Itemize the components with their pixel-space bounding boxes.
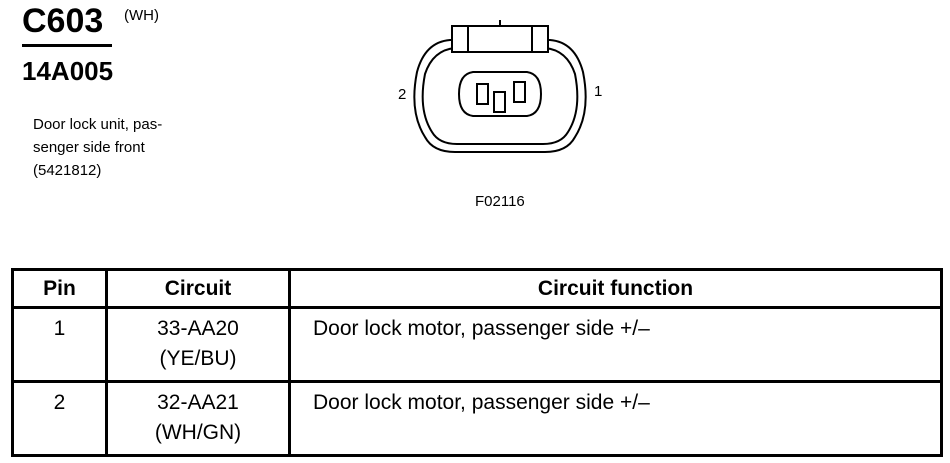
circuit-number: 33-AA20 (157, 317, 239, 340)
circuit-cell: 32-AA21 (WH/GN) (105, 380, 291, 457)
pin-cavity-block (457, 71, 543, 117)
pin-2-terminal (476, 83, 489, 105)
header-circuit-function: Circuit function (288, 268, 943, 309)
table-row: 1 33-AA20 (YE/BU) Door lock motor, passe… (11, 306, 943, 383)
locking-latch (451, 25, 549, 53)
connector-inner-shell (421, 47, 579, 145)
description-line: Door lock unit, pas- (33, 116, 163, 133)
pin-table: Pin Circuit Circuit function 1 33-AA20 (… (11, 268, 943, 457)
description-line: (5421812) (33, 162, 102, 179)
function-cell: Door lock motor, passenger side +/– (288, 380, 943, 457)
wire-color: (WH/GN) (154, 421, 242, 444)
wire-color: (YE/BU) (159, 347, 237, 370)
function-cell: Door lock motor, passenger side +/– (288, 306, 943, 383)
circuit-number: 32-AA21 (157, 391, 239, 414)
component-description: Door lock unit, pas- senger side front (… (33, 113, 203, 182)
header-pin: Pin (11, 268, 108, 309)
pin-label-right: 1 (594, 83, 602, 100)
key-slot (513, 81, 526, 103)
color-code: (WH) (124, 7, 159, 24)
pin-1-terminal (493, 91, 506, 113)
connector-id: C603 (22, 2, 104, 40)
table-header-row: Pin Circuit Circuit function (11, 268, 943, 309)
description-line: senger side front (33, 139, 145, 156)
table-row: 2 32-AA21 (WH/GN) Door lock motor, passe… (11, 380, 943, 457)
connector-id-underline (22, 44, 112, 47)
connector-outer-shell (413, 39, 587, 153)
pin-label-left: 2 (398, 86, 406, 103)
circuit-cell: 33-AA20 (YE/BU) (105, 306, 291, 383)
header-circuit: Circuit (105, 268, 291, 309)
connector-face-diagram: 2 1 (398, 20, 602, 153)
pin-cell: 2 (11, 380, 108, 457)
part-number: 14A005 (22, 56, 114, 86)
figure-code: F02116 (475, 193, 525, 210)
pin-cell: 1 (11, 306, 108, 383)
